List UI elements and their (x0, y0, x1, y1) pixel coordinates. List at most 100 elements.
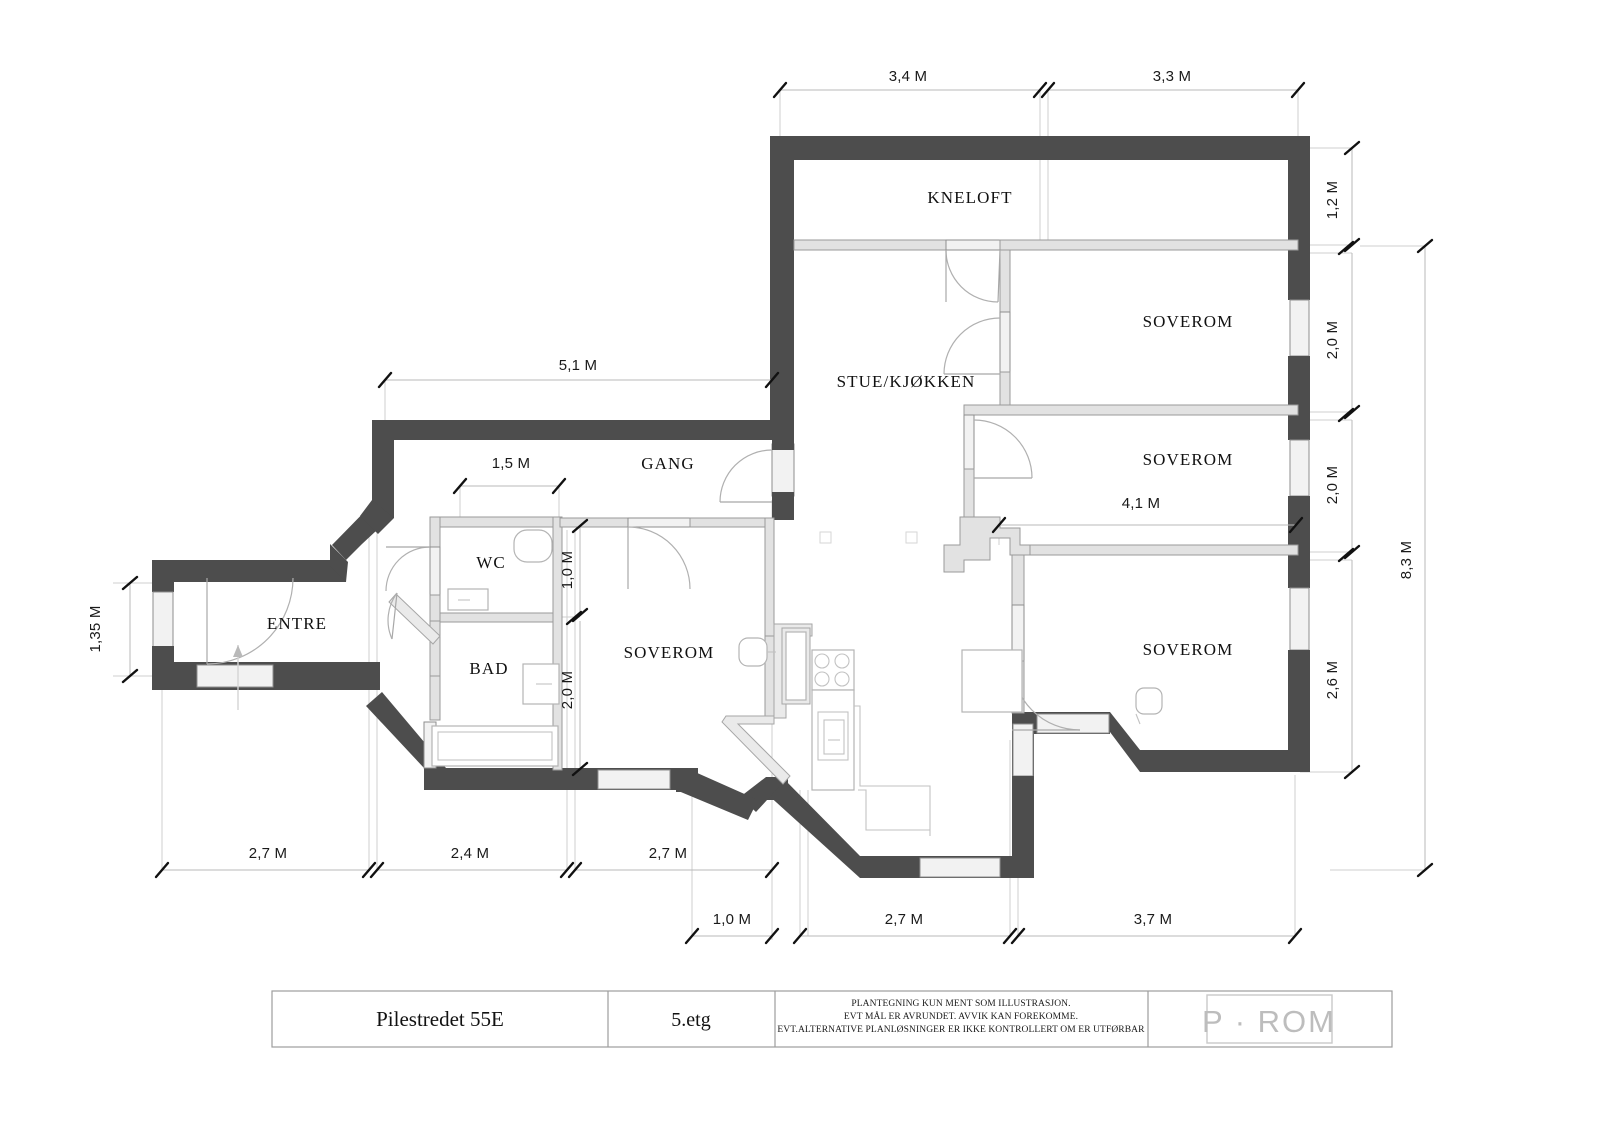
dim-label-b-2-7b: 2,7 M (649, 845, 688, 862)
door-opening-kneloft (945, 239, 1001, 251)
dim-label-b-2-4: 2,4 M (451, 845, 490, 862)
dim-8-3: 8,3 M (1398, 238, 1434, 878)
exterior-wall-entre-diag-join (330, 544, 348, 582)
wall-soverom-left-right-a (764, 517, 775, 637)
dim-5-1: 5,1 M (377, 357, 780, 389)
dim-b-2-4: 2,4 M (369, 845, 575, 879)
dim-4-1: 4,1 M (991, 495, 1304, 534)
dim-label-top-3-4: 3,4 M (889, 68, 928, 85)
exterior-wall-gang-top (372, 420, 794, 440)
soverom-bot-fixture (1135, 687, 1163, 715)
dim-r-2-0b: 2,0 M (1324, 420, 1361, 563)
wall-gang-soverom-b (689, 517, 773, 528)
dim-label-r-2-0a: 2,0 M (1324, 321, 1341, 360)
dim-label-b-1-0: 1,0 M (713, 911, 752, 928)
window-kitchen-bottom (919, 857, 1001, 878)
kitchen-sink-basin (785, 631, 807, 701)
dim-2-0-bad: 2,0 M (559, 621, 589, 777)
dim-label-b-3-7: 3,7 M (1134, 911, 1173, 928)
dim-label-5-1: 5,1 M (559, 357, 598, 374)
room-label-soverom-top: SOVEROM (1143, 312, 1234, 331)
exterior-wall-entre-left-a (152, 560, 174, 592)
wall-stue-bedroom-b (999, 371, 1011, 409)
dim-b-2-7a: 2,7 M (154, 845, 377, 879)
room-label-entre: ENTRE (267, 614, 327, 633)
dim-b-2-7b: 2,7 M (567, 845, 780, 879)
exterior-wall-right-c (1288, 496, 1310, 588)
window-bottom-right (1036, 713, 1110, 734)
bathtub-fixture (431, 725, 559, 767)
wall-stue-bedroom-a (999, 249, 1011, 313)
exterior-wall-bad-bottom (424, 768, 568, 790)
room-label-bad: BAD (469, 659, 508, 678)
room-label-soverom-bot: SOVEROM (1143, 640, 1234, 659)
exterior-wall-gang-right-a (772, 440, 794, 450)
wall-wc-left-b (429, 594, 441, 622)
dim-r-2-0a: 2,0 M (1324, 253, 1361, 423)
dim-1-0: 1,0 M (559, 518, 589, 626)
exterior-wall-bottom-right (1140, 750, 1310, 772)
window-kitchen-right (1012, 723, 1034, 777)
room-label-soverom-left: SOVEROM (624, 643, 715, 662)
entry-arrow (233, 645, 243, 710)
dim-top-3-4: 3,4 M (772, 68, 1048, 99)
dim-b-3-7: 3,7 M (1010, 911, 1303, 945)
floor-marker-1 (819, 531, 832, 544)
wall-kneloft-divider-a (793, 239, 947, 251)
wall-gang-soverom-a (559, 517, 629, 528)
dim-label-b-2-7a: 2,7 M (249, 845, 288, 862)
exterior-wall-kitchen-right-b (1012, 776, 1034, 878)
disclaimer-line-2: EVT MÅL ER AVRUNDET. AVVIK KAN FOREKOMME… (844, 1010, 1078, 1022)
fixtures (431, 529, 1163, 836)
door-opening-wc (429, 546, 441, 596)
exterior-wall-right-b (1288, 356, 1310, 440)
window-right-3 (1289, 587, 1310, 651)
dim-label-1-5: 1,5 M (492, 455, 531, 472)
kitchen-counter-outline (854, 705, 931, 836)
floor-marker-2 (905, 531, 918, 544)
room-labels: KNELOFT STUE/KJØKKEN SOVEROM SOVEROM SOV… (267, 188, 1234, 678)
window-bedroom-bottom (597, 769, 671, 790)
dim-b-1-0: 1,0 M (684, 911, 780, 945)
room-label-gang: GANG (641, 454, 695, 473)
dim-label-b-2-7c: 2,7 M (885, 911, 924, 928)
exterior-wall-entre-left-b (152, 646, 174, 690)
wall-wc-bad-divider (439, 612, 563, 623)
disclaimer-line-1: PLANTEGNING KUN MENT SOM ILLUSTRASJON. (851, 999, 1070, 1009)
room-label-wc: WC (476, 553, 506, 572)
dim-label-1-35: 1,35 M (87, 605, 104, 652)
logo-frame (1206, 994, 1333, 1044)
dim-top-3-3: 3,3 M (1040, 68, 1306, 99)
exterior-wall-entre-top (152, 560, 346, 582)
wall-bad-left-b (429, 675, 441, 721)
dim-label-8-3: 8,3 M (1398, 541, 1415, 580)
dim-label-1-0-inner: 1,0 M (559, 551, 576, 590)
wall-between-bedrooms-1 (963, 404, 1299, 416)
title-block-frame (271, 990, 1393, 1048)
wall-bad-diagonal (388, 593, 441, 645)
title-block-address: Pilestredet 55E (376, 1007, 504, 1031)
dim-label-4-1: 4,1 M (1122, 495, 1161, 512)
exterior-wall-gang-left (372, 420, 394, 518)
wall-between-bedrooms-2 (1029, 544, 1299, 556)
exterior-wall-right-d (1288, 650, 1310, 772)
dim-r-1-2: 1,2 M (1324, 140, 1361, 256)
kitchen-counter-line (858, 789, 930, 831)
prom-logo-text: P · ROM (1202, 1004, 1336, 1039)
dim-label-2-0-bad: 2,0 M (559, 671, 576, 710)
window-right-1 (1289, 299, 1310, 357)
building-outline (152, 136, 1310, 878)
door-opening-soverom-top (999, 311, 1011, 373)
wall-kitchen-bedroom-a (1011, 554, 1025, 606)
soverom-left-fixture (738, 637, 768, 667)
wall-bad-right (552, 516, 563, 771)
disclaimer-line-3: EVT.ALTERNATIVE PLANLØSNINGER ER IKKE KO… (777, 1025, 1145, 1035)
exterior-wall-right-a (1288, 136, 1310, 300)
exterior-wall-main-left (770, 136, 794, 440)
wall-wc-left-a (429, 516, 441, 548)
entrance-door-opening (196, 664, 274, 688)
room-label-stue-kjokken: STUE/KJØKKEN (837, 372, 976, 391)
door-opening-soverom-mid (963, 414, 975, 470)
room-label-kneloft: KNELOFT (927, 188, 1012, 207)
